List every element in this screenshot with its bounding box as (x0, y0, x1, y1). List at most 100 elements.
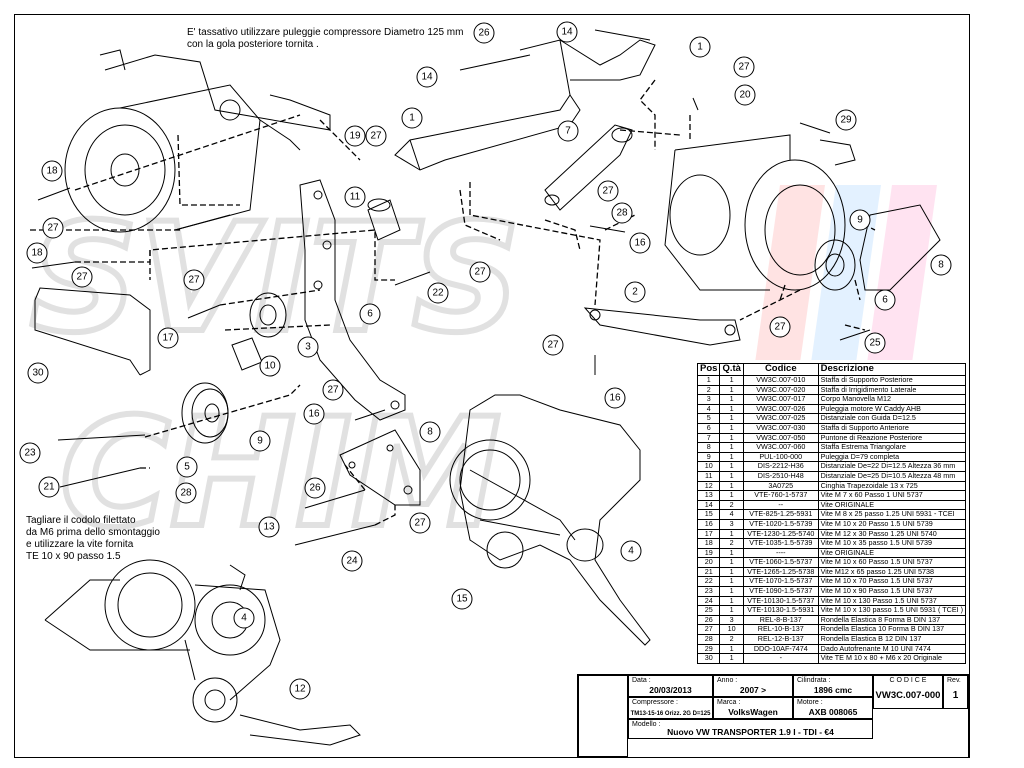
callout-number: 7 (565, 126, 571, 137)
part-pos: 17 (696, 528, 721, 540)
part-code: -- (742, 499, 819, 511)
part-description: Corpo Manovella M12 (817, 394, 967, 405)
part-pos: 11 (696, 470, 721, 482)
part-qty: 2 (719, 634, 744, 645)
callout-circle (71, 266, 93, 288)
compressor-right (664, 134, 846, 291)
callout-4: 4 (620, 540, 642, 562)
callout-number: 2 (632, 287, 638, 298)
part-qty: 3 (719, 614, 744, 626)
callout-number: 18 (46, 166, 58, 177)
callout-27: 27 (365, 125, 387, 147)
callout-circle (733, 56, 755, 78)
tb-anno-value: 2007 > (739, 685, 767, 695)
part-description: Staffa di Irrigidimento Laterale (817, 384, 967, 396)
callout-number: 18 (31, 248, 43, 259)
part-qty: 3 (719, 518, 744, 530)
part-pos: 22 (696, 576, 721, 588)
callout-circle (259, 355, 281, 377)
tb-data-cell: Data : 20/03/2013 (628, 675, 713, 697)
callout-circle (344, 186, 366, 208)
callout-number: 21 (43, 482, 55, 493)
part-qty: 1 (719, 461, 744, 472)
note-left: Tagliare il codolo filettato da M6 prima… (26, 515, 160, 562)
part-description: Puntone di Reazione Posteriore (817, 432, 967, 444)
callout-circle (42, 217, 64, 239)
part-pos: 5 (696, 413, 721, 424)
part-description: Vite M 10 x 20 Passo 1.5 UNI 5739 (817, 518, 967, 530)
assembly-guides (30, 79, 876, 526)
part-pos: 6 (696, 422, 721, 434)
callout-15: 15 (451, 588, 473, 610)
callout-8: 8 (419, 421, 441, 443)
part-pos: 1 (696, 375, 721, 386)
callout-circle (419, 421, 441, 443)
part-qty: 2 (719, 538, 744, 549)
callout-11: 11 (344, 186, 366, 208)
part-pos: 20 (696, 557, 721, 568)
callout-12: 12 (289, 678, 311, 700)
callout-number: 1 (409, 113, 415, 124)
callout-28: 28 (175, 482, 197, 504)
strut-7 (544, 124, 633, 211)
part-description: Vite M 10 x 35 passo 1.5 UNI 5739 (817, 538, 967, 549)
callout-number: 24 (346, 556, 358, 567)
part-code: VTE-1090-1.5-5737 (742, 586, 819, 597)
callout-6: 6 (874, 289, 896, 311)
part-qty: 1 (719, 490, 744, 501)
callout-circle (359, 303, 381, 325)
tb-modello-value: Nuovo VW TRANSPORTER 1.9 I - TDI - €4 (667, 727, 834, 737)
part-code: VTE-10130-1.5-5931 (742, 605, 819, 616)
callout-number: 15 (456, 594, 468, 605)
part-description: Vite ORIGINALE (817, 499, 967, 511)
part-pos: 24 (696, 595, 721, 607)
part-qty: 1 (719, 432, 744, 444)
part-description: Staffa Estrema Triangolare (817, 442, 967, 453)
callout-circle (624, 281, 646, 303)
part-code: VW3C.007-025 (742, 413, 819, 424)
part-pos: 30 (696, 653, 721, 664)
callout-circle (365, 125, 387, 147)
part-pos: 18 (696, 538, 721, 549)
part-qty: 1 (719, 442, 744, 453)
tb-codice-value: VW3C.007-000 (875, 690, 941, 701)
tb-anno-cell: Anno : 2007 > (713, 675, 793, 697)
svg-text:CHIM: CHIM (60, 387, 501, 561)
callout-circle (556, 21, 578, 43)
tb-compressore-label: Compressore : (632, 699, 678, 706)
callout-number: 12 (294, 684, 306, 695)
tb-cilindrata-cell: Cilindrata : 1896 cmc (793, 675, 873, 697)
callout-circle (427, 282, 449, 304)
callout-number: 27 (414, 518, 426, 529)
part-pos: 2 (696, 384, 721, 396)
part-qty: 10 (719, 624, 744, 636)
callout-number: 27 (738, 62, 750, 73)
part-pos: 23 (696, 586, 721, 597)
part-description: Puleggia D=79 completa (817, 451, 967, 463)
callout-number: 13 (263, 522, 275, 533)
part-code: VW3C.007-030 (742, 422, 819, 434)
part-code: VTE-825-1.25-5931 (742, 509, 819, 520)
callout-8: 8 (930, 254, 952, 276)
rear-support-bracket-1 (394, 39, 656, 171)
part-code: VTE-1035-1.5-5739 (742, 538, 819, 549)
part-description: Rondella Elastica 8 Forma B DIN 137 (817, 614, 967, 626)
callout-27: 27 (322, 379, 344, 401)
part-qty: 4 (719, 509, 744, 520)
bolt-30 (34, 287, 151, 376)
part-pos: 21 (696, 566, 721, 578)
callout-27: 27 (769, 316, 791, 338)
part-qty: 1 (719, 605, 744, 616)
